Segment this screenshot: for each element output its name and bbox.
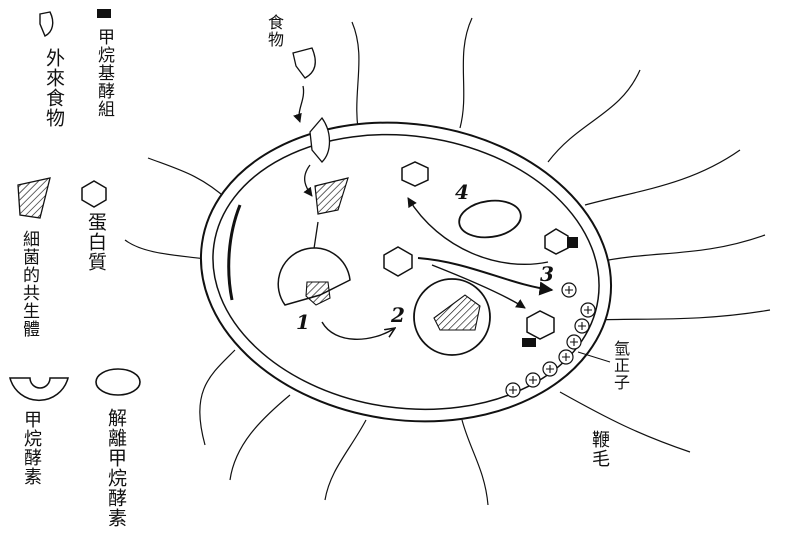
legend-protein-label: 蛋白質 xyxy=(86,212,105,272)
legend-free-enzyme-icon xyxy=(96,369,140,395)
flagellum-top-1 xyxy=(352,22,360,140)
legend-methane-group-icon xyxy=(97,9,111,18)
step-2-complex xyxy=(414,279,490,355)
flagellum-right-3 xyxy=(596,310,770,320)
flagellum-bottom-2 xyxy=(325,420,366,500)
food-fragment-outside xyxy=(293,48,315,78)
food-in-label: 食物 xyxy=(266,14,282,48)
step-1-label: 1 xyxy=(296,310,310,334)
legend-methane-group-label: 甲烷基酵組 xyxy=(95,28,112,118)
legend-protein-icon xyxy=(82,181,106,207)
legend-food-label: 外來食物 xyxy=(44,48,63,128)
flagellum-bottom-1 xyxy=(462,420,488,505)
proton-label: 氫正子 xyxy=(612,340,628,391)
step-2-label: 2 xyxy=(391,303,405,327)
legend-food-icon xyxy=(40,12,53,36)
step-4-label: 4 xyxy=(455,180,469,204)
flagellum-top-2 xyxy=(460,18,472,128)
protein-hexagon-top xyxy=(402,162,428,186)
flagellum-right-2 xyxy=(598,235,765,262)
step-3-label: 3 xyxy=(540,262,554,286)
legend-symbiont-label: 細菌的共生體 xyxy=(20,230,37,338)
flagellum-left-2 xyxy=(125,240,212,260)
legend-free-enzyme-label: 解離甲烷酵素 xyxy=(106,408,125,528)
flagellum-right-1 xyxy=(585,150,740,205)
methane-group-block-right xyxy=(567,237,578,248)
flagella-label: 鞭毛 xyxy=(590,430,608,468)
flagellum-left-3 xyxy=(148,158,228,200)
legend-enzyme-label: 甲烷酵素 xyxy=(22,410,40,486)
flagellum-bottom-3 xyxy=(230,395,290,480)
legend-enzyme-icon xyxy=(10,378,68,400)
protein-hexagon-lower xyxy=(527,311,554,339)
flagellum-top-3 xyxy=(548,70,640,162)
legend-symbiont-icon xyxy=(18,178,50,218)
food-entry-squiggle xyxy=(299,86,304,122)
flagellum-br-1 xyxy=(560,392,690,452)
flagellum-left-1 xyxy=(200,350,235,445)
methane-group-block-lower xyxy=(522,338,536,347)
